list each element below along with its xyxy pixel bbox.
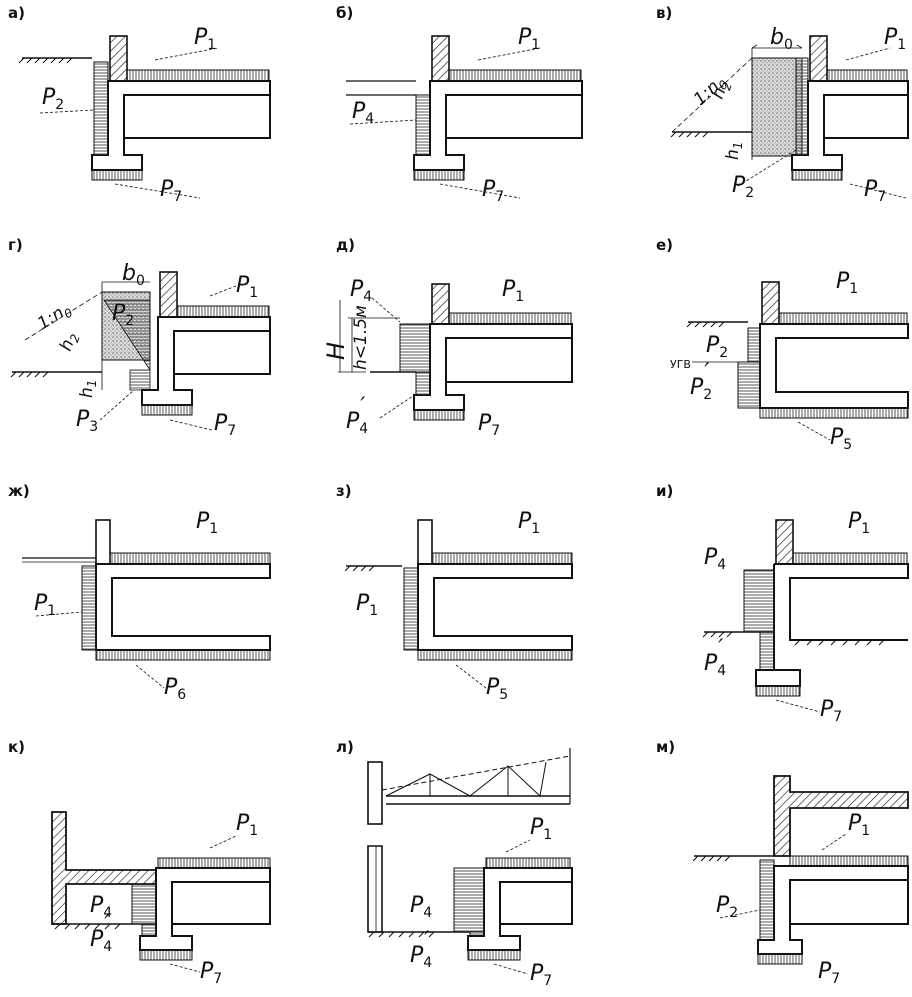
panel-tag: б) bbox=[336, 4, 353, 22]
svg-text:b0: b0 bbox=[122, 261, 145, 289]
panel-tag: ж) bbox=[8, 482, 30, 500]
svg-text:P1: P1 bbox=[236, 811, 258, 839]
svg-text:P4: P4 bbox=[350, 277, 372, 305]
svg-text:H: H bbox=[322, 342, 350, 360]
svg-text:b0: b0 bbox=[770, 25, 793, 53]
panel-a: а) P1 P2 P7 bbox=[8, 4, 271, 205]
svg-text:P7: P7 bbox=[864, 177, 886, 205]
svg-text:P7: P7 bbox=[214, 411, 236, 439]
panel-b: б) P1 P4 P7 bbox=[336, 4, 583, 205]
svg-text:P1: P1 bbox=[884, 25, 906, 53]
svg-text:P7: P7 bbox=[820, 697, 842, 725]
svg-text:P7: P7 bbox=[478, 411, 500, 439]
panel-e: е) УГВ P2 P2′ P1 P5 bbox=[656, 236, 909, 453]
svg-text:P7: P7 bbox=[200, 959, 222, 987]
svg-text:P2: P2 bbox=[112, 301, 134, 329]
svg-text:h2: h2 bbox=[708, 78, 735, 103]
svg-text:P2: P2 bbox=[732, 173, 754, 201]
panel-tag: з) bbox=[336, 482, 352, 500]
panel-l: л) P4 P4′ P1 P7 bbox=[336, 738, 573, 989]
svg-text:P1: P1 bbox=[518, 25, 540, 53]
svg-text:P4′: P4′ bbox=[346, 394, 368, 437]
svg-text:P4′: P4′ bbox=[90, 912, 112, 955]
svg-text:P4: P4 bbox=[704, 545, 726, 573]
svg-text:P4: P4 bbox=[352, 99, 374, 127]
svg-text:P7: P7 bbox=[160, 177, 182, 205]
svg-text:h1: h1 bbox=[77, 380, 99, 398]
svg-text:P1: P1 bbox=[518, 509, 540, 537]
svg-text:P1: P1 bbox=[502, 277, 524, 305]
panel-tag: е) bbox=[656, 236, 673, 254]
svg-text:P7: P7 bbox=[482, 177, 504, 205]
panel-k: к) P4 P4′ P1 P7 bbox=[8, 738, 271, 987]
panel-i: и) P4 P4′ P1 P7 bbox=[656, 482, 909, 725]
panel-g: г) b0 h2 h1 1:n0 P2 P1 P3 P7 bbox=[8, 236, 271, 439]
panel-zh: ж) P1 P1 P6 bbox=[8, 482, 271, 703]
panel-v: в) b0 h2 h1 1:n0 P1 P2 P7 bbox=[656, 4, 909, 205]
svg-text:P2: P2 bbox=[716, 893, 738, 921]
svg-text:P7: P7 bbox=[530, 961, 552, 989]
panel-tag: г) bbox=[8, 236, 23, 254]
svg-text:h2: h2 bbox=[56, 330, 83, 355]
svg-text:P5: P5 bbox=[486, 675, 508, 703]
svg-text:P2: P2 bbox=[706, 333, 728, 361]
svg-text:P7: P7 bbox=[818, 959, 840, 987]
svg-text:P1: P1 bbox=[836, 269, 858, 297]
svg-text:P1: P1 bbox=[356, 591, 378, 619]
panel-z: з) P1 P1 P5 bbox=[336, 482, 573, 703]
svg-text:P3: P3 bbox=[76, 407, 98, 435]
svg-text:P2: P2 bbox=[42, 85, 64, 113]
svg-text:h1: h1 bbox=[723, 142, 745, 160]
svg-text:P6: P6 bbox=[164, 675, 186, 703]
svg-text:P4′: P4′ bbox=[410, 928, 432, 971]
panel-tag: а) bbox=[8, 4, 25, 22]
panel-tag: л) bbox=[336, 738, 354, 756]
svg-text:1:n0: 1:n0 bbox=[690, 71, 731, 111]
panel-tag: и) bbox=[656, 482, 673, 500]
panel-tag: в) bbox=[656, 4, 672, 22]
panel-tag: д) bbox=[336, 236, 355, 254]
svg-text:P4′: P4′ bbox=[704, 636, 726, 679]
svg-text:P1: P1 bbox=[530, 815, 552, 843]
svg-text:P1: P1 bbox=[848, 509, 870, 537]
panel-d: д) H h<1.5м P4 P4′ P1 P7 bbox=[322, 236, 573, 439]
svg-text:P1: P1 bbox=[236, 273, 258, 301]
svg-text:P5: P5 bbox=[830, 425, 852, 453]
svg-text:P1: P1 bbox=[194, 25, 216, 53]
panel-tag: к) bbox=[8, 738, 25, 756]
svg-text:P1: P1 bbox=[34, 591, 56, 619]
svg-text:P4: P4 bbox=[90, 893, 112, 921]
svg-text:УГВ: УГВ bbox=[670, 358, 691, 371]
svg-text:h<1.5м: h<1.5м bbox=[351, 305, 371, 370]
svg-text:P1: P1 bbox=[848, 811, 870, 839]
panel-tag: м) bbox=[656, 738, 675, 756]
svg-text:P4: P4 bbox=[410, 893, 432, 921]
svg-text:P2′: P2′ bbox=[690, 360, 712, 403]
panel-m: м) P1 P2 P7 bbox=[656, 738, 909, 987]
svg-text:P1: P1 bbox=[196, 509, 218, 537]
